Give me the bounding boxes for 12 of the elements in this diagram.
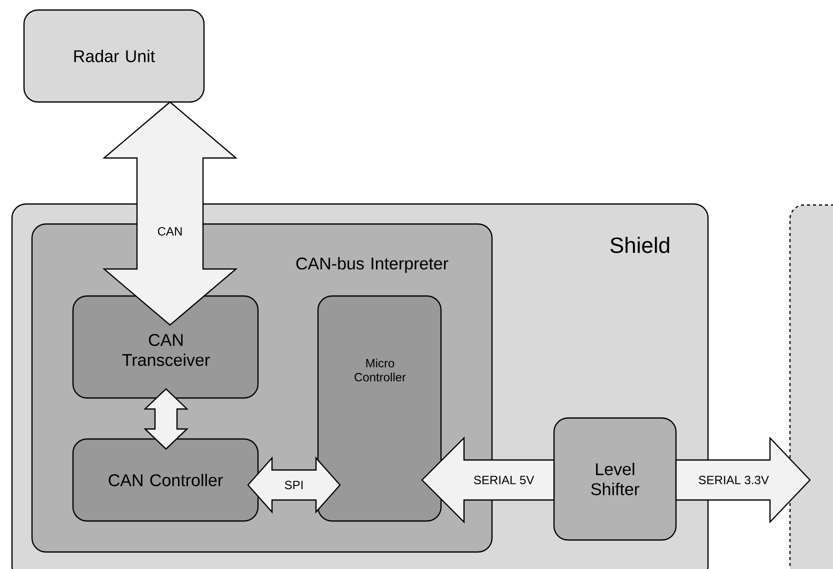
- device-box: [789, 204, 833, 569]
- unit-box: Radar Unit: [23, 9, 205, 103]
- component-box: Level Shifter: [553, 417, 677, 541]
- component-box: CAN Transceiver: [72, 295, 259, 399]
- edge-label: SPI: [283, 480, 305, 490]
- block-arrow: [144, 388, 188, 450]
- block-arrow: [421, 436, 555, 524]
- component-box: Micro Controller: [317, 295, 442, 522]
- edge-label: CAN: [156, 226, 184, 237]
- block-arrow: [102, 101, 238, 326]
- component-box: CAN Controller: [72, 438, 259, 522]
- block-arrow: [247, 456, 341, 514]
